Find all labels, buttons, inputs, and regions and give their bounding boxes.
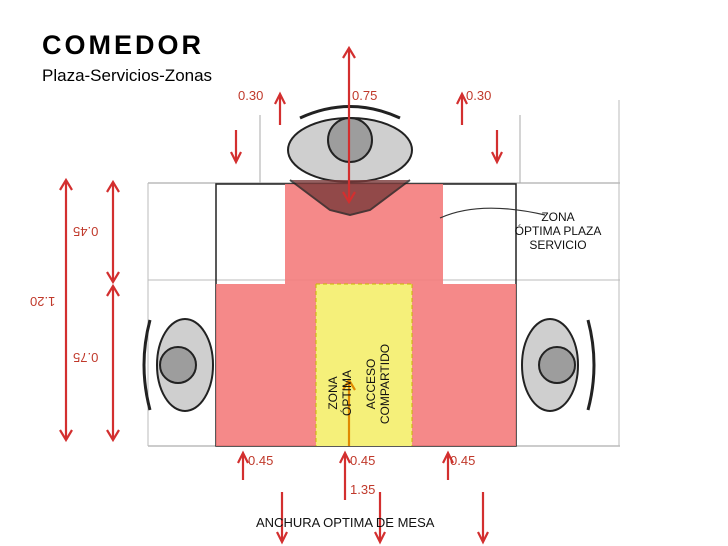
right-chair-back [586,319,596,411]
dim-top-left: 0.30 [238,88,264,103]
dim-top-center: 0.75 [352,88,378,103]
label-zona-optima-plaza: ZONA ÓPTIMA PLAZA SERVICIO [490,210,626,252]
dim-left-lower: 0.75 [73,350,99,365]
dim-bottom-total: 1.35 [350,482,376,497]
label-acceso-line2: COMPARTIDO [378,343,392,425]
page-title: COMEDOR [42,30,204,60]
label-anchura: ANCHURA OPTIMA DE MESA [256,515,435,530]
label-zona-line1: ZONA [541,210,575,224]
dim-bottom-right: 0.45 [450,453,476,468]
dim-bottom-left: 0.45 [248,453,274,468]
left-diner-head [159,346,197,384]
page-subtitle: Plaza-Servicios-Zonas [42,66,213,85]
label-acceso-compartido: ACCESO COMPARTIDO [364,334,392,434]
label-zona-optima-line2: ÓPTIMA [340,370,354,417]
label-zona-optima: ZONA ÓPTIMA [326,358,354,428]
label-zona-optima-line1: ZONA [326,376,340,410]
right-diner-head [538,346,576,384]
zone-acceso-compartido [316,284,412,446]
zone-plaza-right [412,284,516,446]
zone-plaza-left [216,284,316,446]
left-chair-back [142,319,152,411]
label-zona-line3: SERVICIO [529,238,587,252]
dim-bottom-center: 0.45 [350,453,376,468]
dimension-arrows [59,45,503,545]
dim-left-upper: 0.45 [73,224,99,239]
dim-top-right: 0.30 [466,88,492,103]
label-zona-line2: ÓPTIMA PLAZA [514,224,602,238]
zone-pointer-line [439,207,546,219]
label-acceso-line1: ACCESO [364,358,378,410]
dim-left-total: 1.20 [30,294,56,309]
